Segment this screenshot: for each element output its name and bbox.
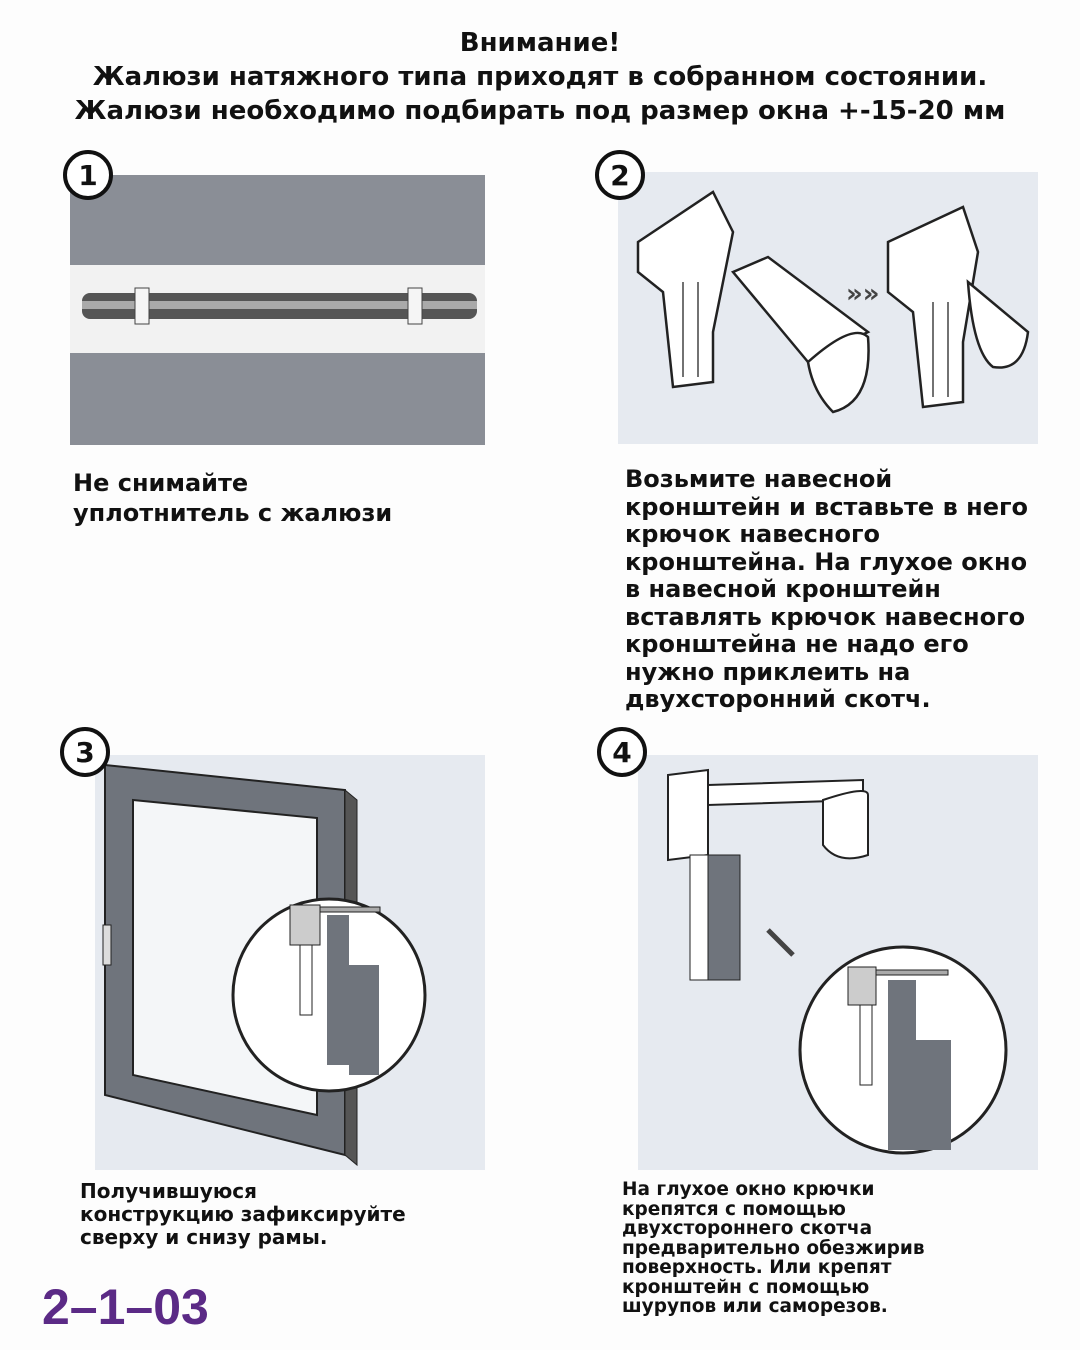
step-3-text: Получившуюся конструкцию зафиксируйте св… xyxy=(80,1180,406,1249)
text-line: кронштейна. На глухое окно xyxy=(625,547,1028,576)
text-line: двухстороннего скотча xyxy=(622,1218,873,1239)
title-line: Жалюзи необходимо подбирать под размер о… xyxy=(74,96,1006,126)
step-2-text: Возьмите навесной кронштейн и вставьте в… xyxy=(625,465,1028,714)
title-line: Жалюзи натяжного типа приходят в собранн… xyxy=(92,62,988,92)
text-line: кронштейна не надо его xyxy=(625,630,969,658)
text-line: крепятся с помощью xyxy=(622,1198,846,1220)
text-line: На глухое окно крючки xyxy=(622,1179,875,1200)
text-line: поверхность. Или крепят xyxy=(622,1257,892,1278)
step-number-4: 4 xyxy=(597,727,647,777)
text-line: кронштейн и вставьте в него xyxy=(625,492,1028,521)
step-number-2: 2 xyxy=(595,150,645,200)
step-4-text: На глухое окно крючки крепятся с помощью… xyxy=(622,1180,925,1317)
text-line: предварительно обезжирив xyxy=(622,1237,925,1259)
step-number-3: 3 xyxy=(60,727,110,777)
text-line: уплотнитель с жалюзи xyxy=(73,499,393,527)
header-title: Внимание! Жалюзи натяжного типа приходят… xyxy=(0,26,1080,128)
svg-text:»»: »» xyxy=(846,279,880,309)
text-line: сверху и снизу рамы. xyxy=(80,1225,328,1249)
text-line: нужно приклеить на xyxy=(625,657,911,686)
illustration-seal-strip xyxy=(70,175,485,445)
text-line: в навесной кронштейн xyxy=(625,575,941,603)
text-line: конструкцию зафиксируйте xyxy=(80,1202,406,1226)
step-number-1: 1 xyxy=(63,150,113,200)
illustration-bracket-mounting xyxy=(638,755,1038,1170)
text-line: Получившуюся xyxy=(80,1179,257,1203)
text-line: вставлять крючок навесного xyxy=(625,602,1026,631)
product-code: 2–1–03 xyxy=(42,1279,209,1335)
text-line: кронштейн с помощью xyxy=(622,1276,870,1298)
illustration-bracket-hook: »» xyxy=(618,172,1038,444)
text-line: шурупов или саморезов. xyxy=(622,1296,888,1317)
text-line: крючок навесного xyxy=(625,520,880,548)
title-line: Внимание! xyxy=(459,28,621,58)
step-1-text: Не снимайте уплотнитель с жалюзи xyxy=(73,468,392,528)
text-line: Не снимайте xyxy=(73,469,249,497)
text-line: двухсторонний скотч. xyxy=(625,685,931,713)
illustration-window-frame xyxy=(95,755,485,1170)
text-line: Возьмите навесной xyxy=(625,465,893,493)
